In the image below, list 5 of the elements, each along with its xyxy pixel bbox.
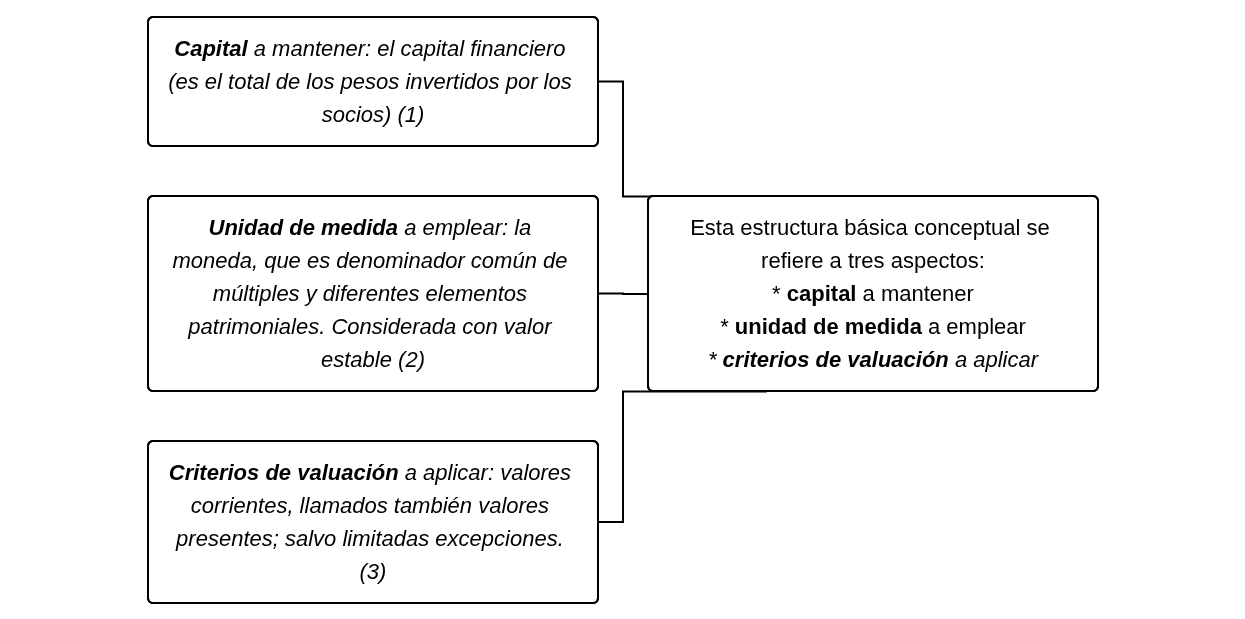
connector bbox=[597, 390, 768, 523]
node-text: Capital a mantener: el capital financiero (es el total de los pesos invertidos por los socios) (1) bbox=[167, 35, 572, 127]
node-text: Esta estructura básica conceptual se refiere a tres aspectos: *capital a mantener *unidad de medida a emplear *criterios de valuación a aplicar bbox=[689, 214, 1050, 372]
node-text: Criterios de valuación a aplicar: valores corrientes, llamados también valores presentes; salvo limitadas excepciones. (3) bbox=[168, 459, 571, 584]
node-text: Unidad de medida a emplear: la moneda, que es denominador común de múltiples y diferentes elementos patrimoniales. Considerada con valor estable (2) bbox=[171, 214, 567, 372]
